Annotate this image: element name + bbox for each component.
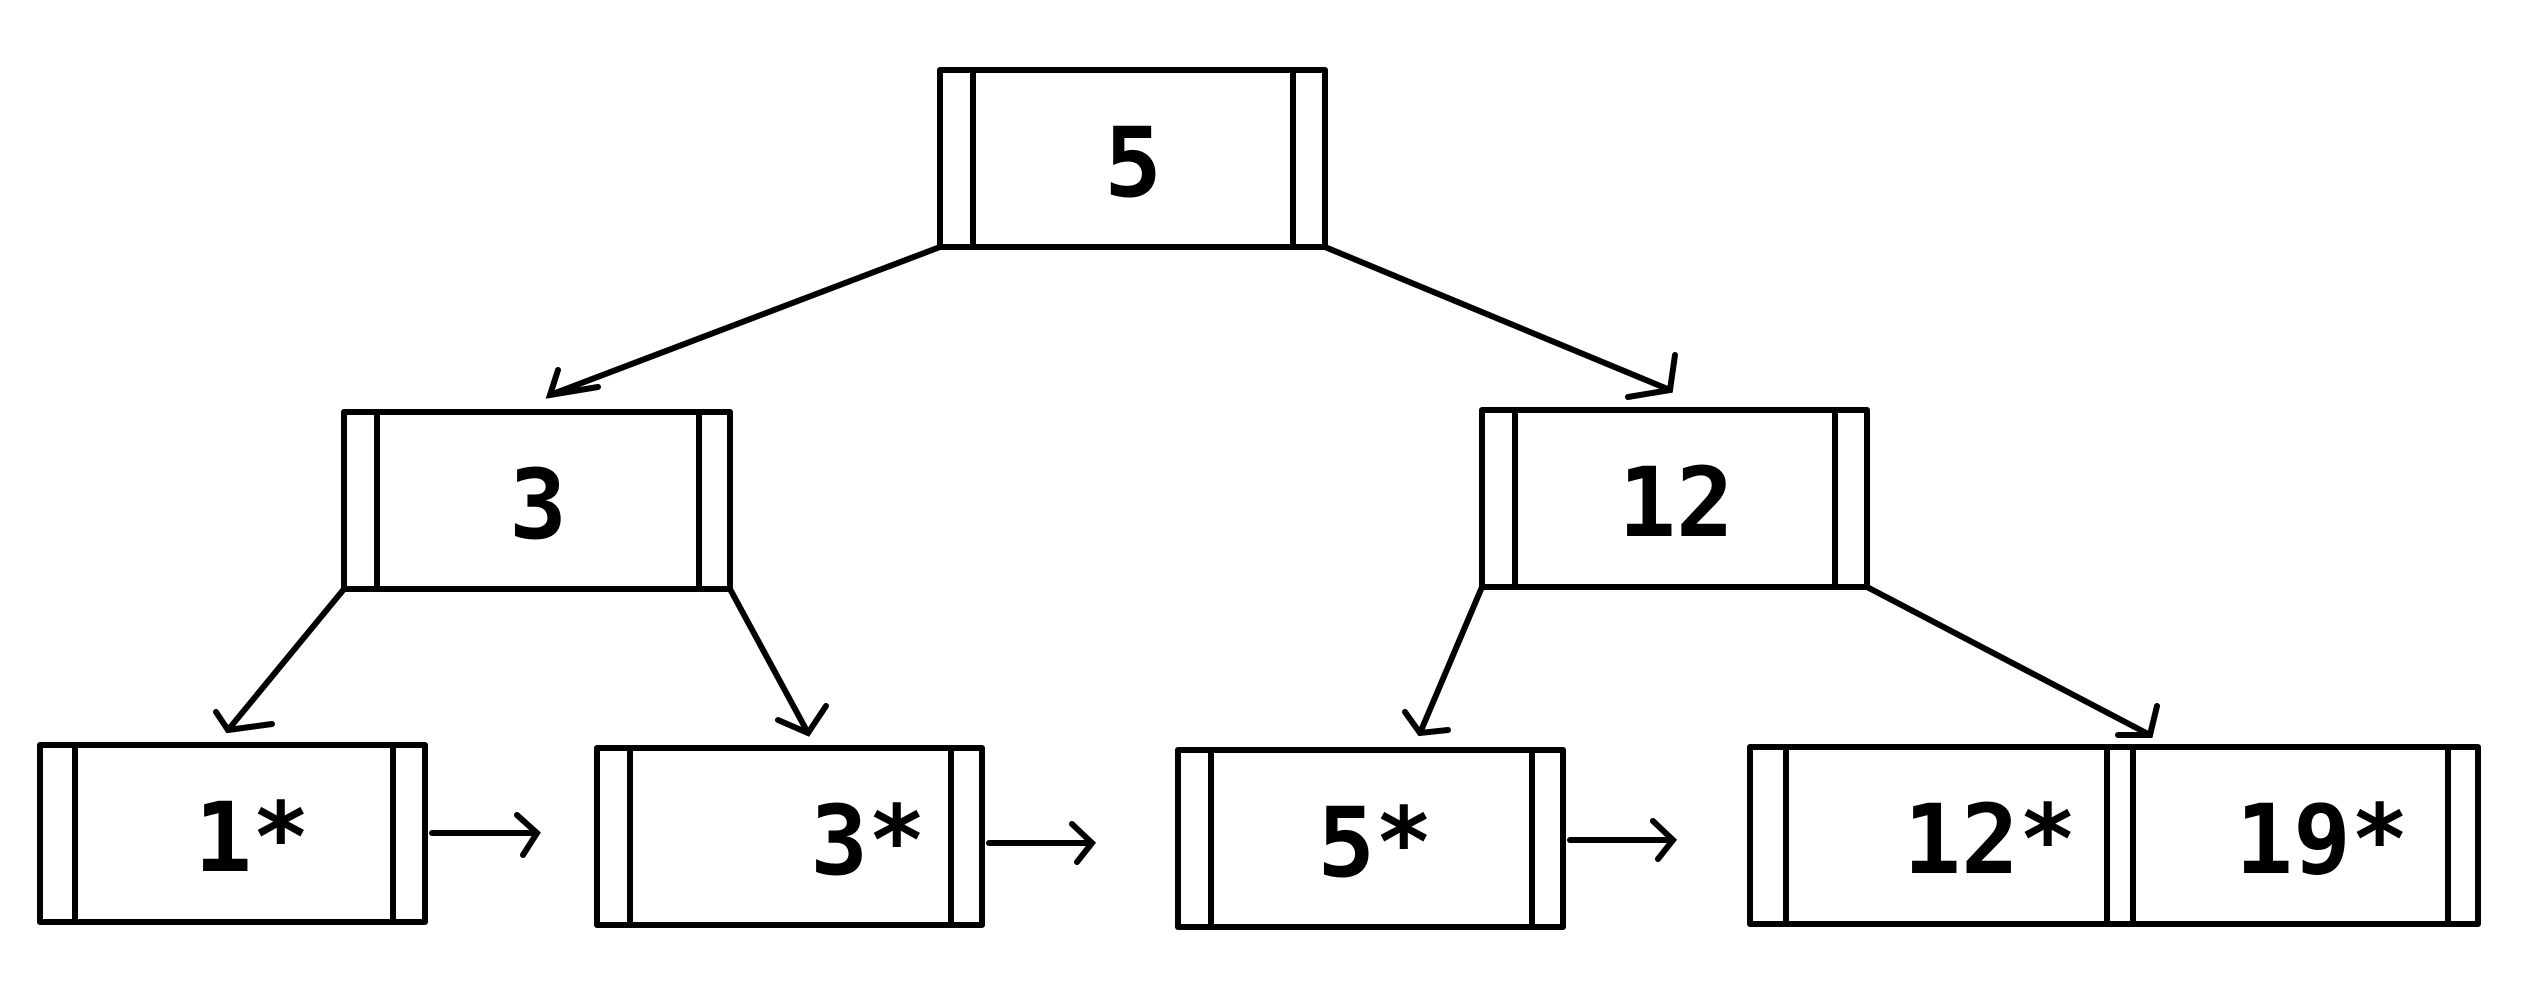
leaf-node-4: 12* 19*: [1747, 744, 2481, 927]
leaf-node-2: 3*: [594, 745, 985, 928]
root-key: 5: [1104, 107, 1162, 219]
leaf-link-2-to-3: [986, 821, 1097, 865]
leaf-node-1: 1*: [37, 742, 428, 925]
leaf-node-3: 5*: [1175, 747, 1566, 930]
edge-internal-right-to-leaf-3: [1402, 584, 1485, 737]
leaf-3-key: 5*: [1317, 787, 1433, 899]
internal-right-key: 12: [1618, 447, 1734, 559]
leaf-2-key: 3*: [810, 785, 926, 897]
leaf-4-key-1: 12*: [1903, 784, 2076, 896]
leaf-4-key-2: 19*: [2235, 784, 2408, 896]
leaf-1-key: 1*: [194, 782, 310, 894]
edge-root-to-internal-left: [545, 244, 943, 399]
internal-node-left: 3: [341, 409, 733, 592]
leaf-link-3-to-4: [1567, 818, 1678, 862]
root-node: 5: [937, 67, 1328, 250]
edge-root-to-internal-right: [1322, 244, 1678, 400]
internal-left-key: 3: [509, 449, 567, 561]
leaf-link-1-to-2: [429, 812, 541, 858]
edge-internal-right-to-leaf-4: [1864, 584, 2160, 738]
internal-node-right: 12: [1479, 407, 1870, 590]
edge-internal-left-to-leaf-2: [727, 586, 829, 737]
edge-internal-left-to-leaf-1: [213, 586, 347, 734]
